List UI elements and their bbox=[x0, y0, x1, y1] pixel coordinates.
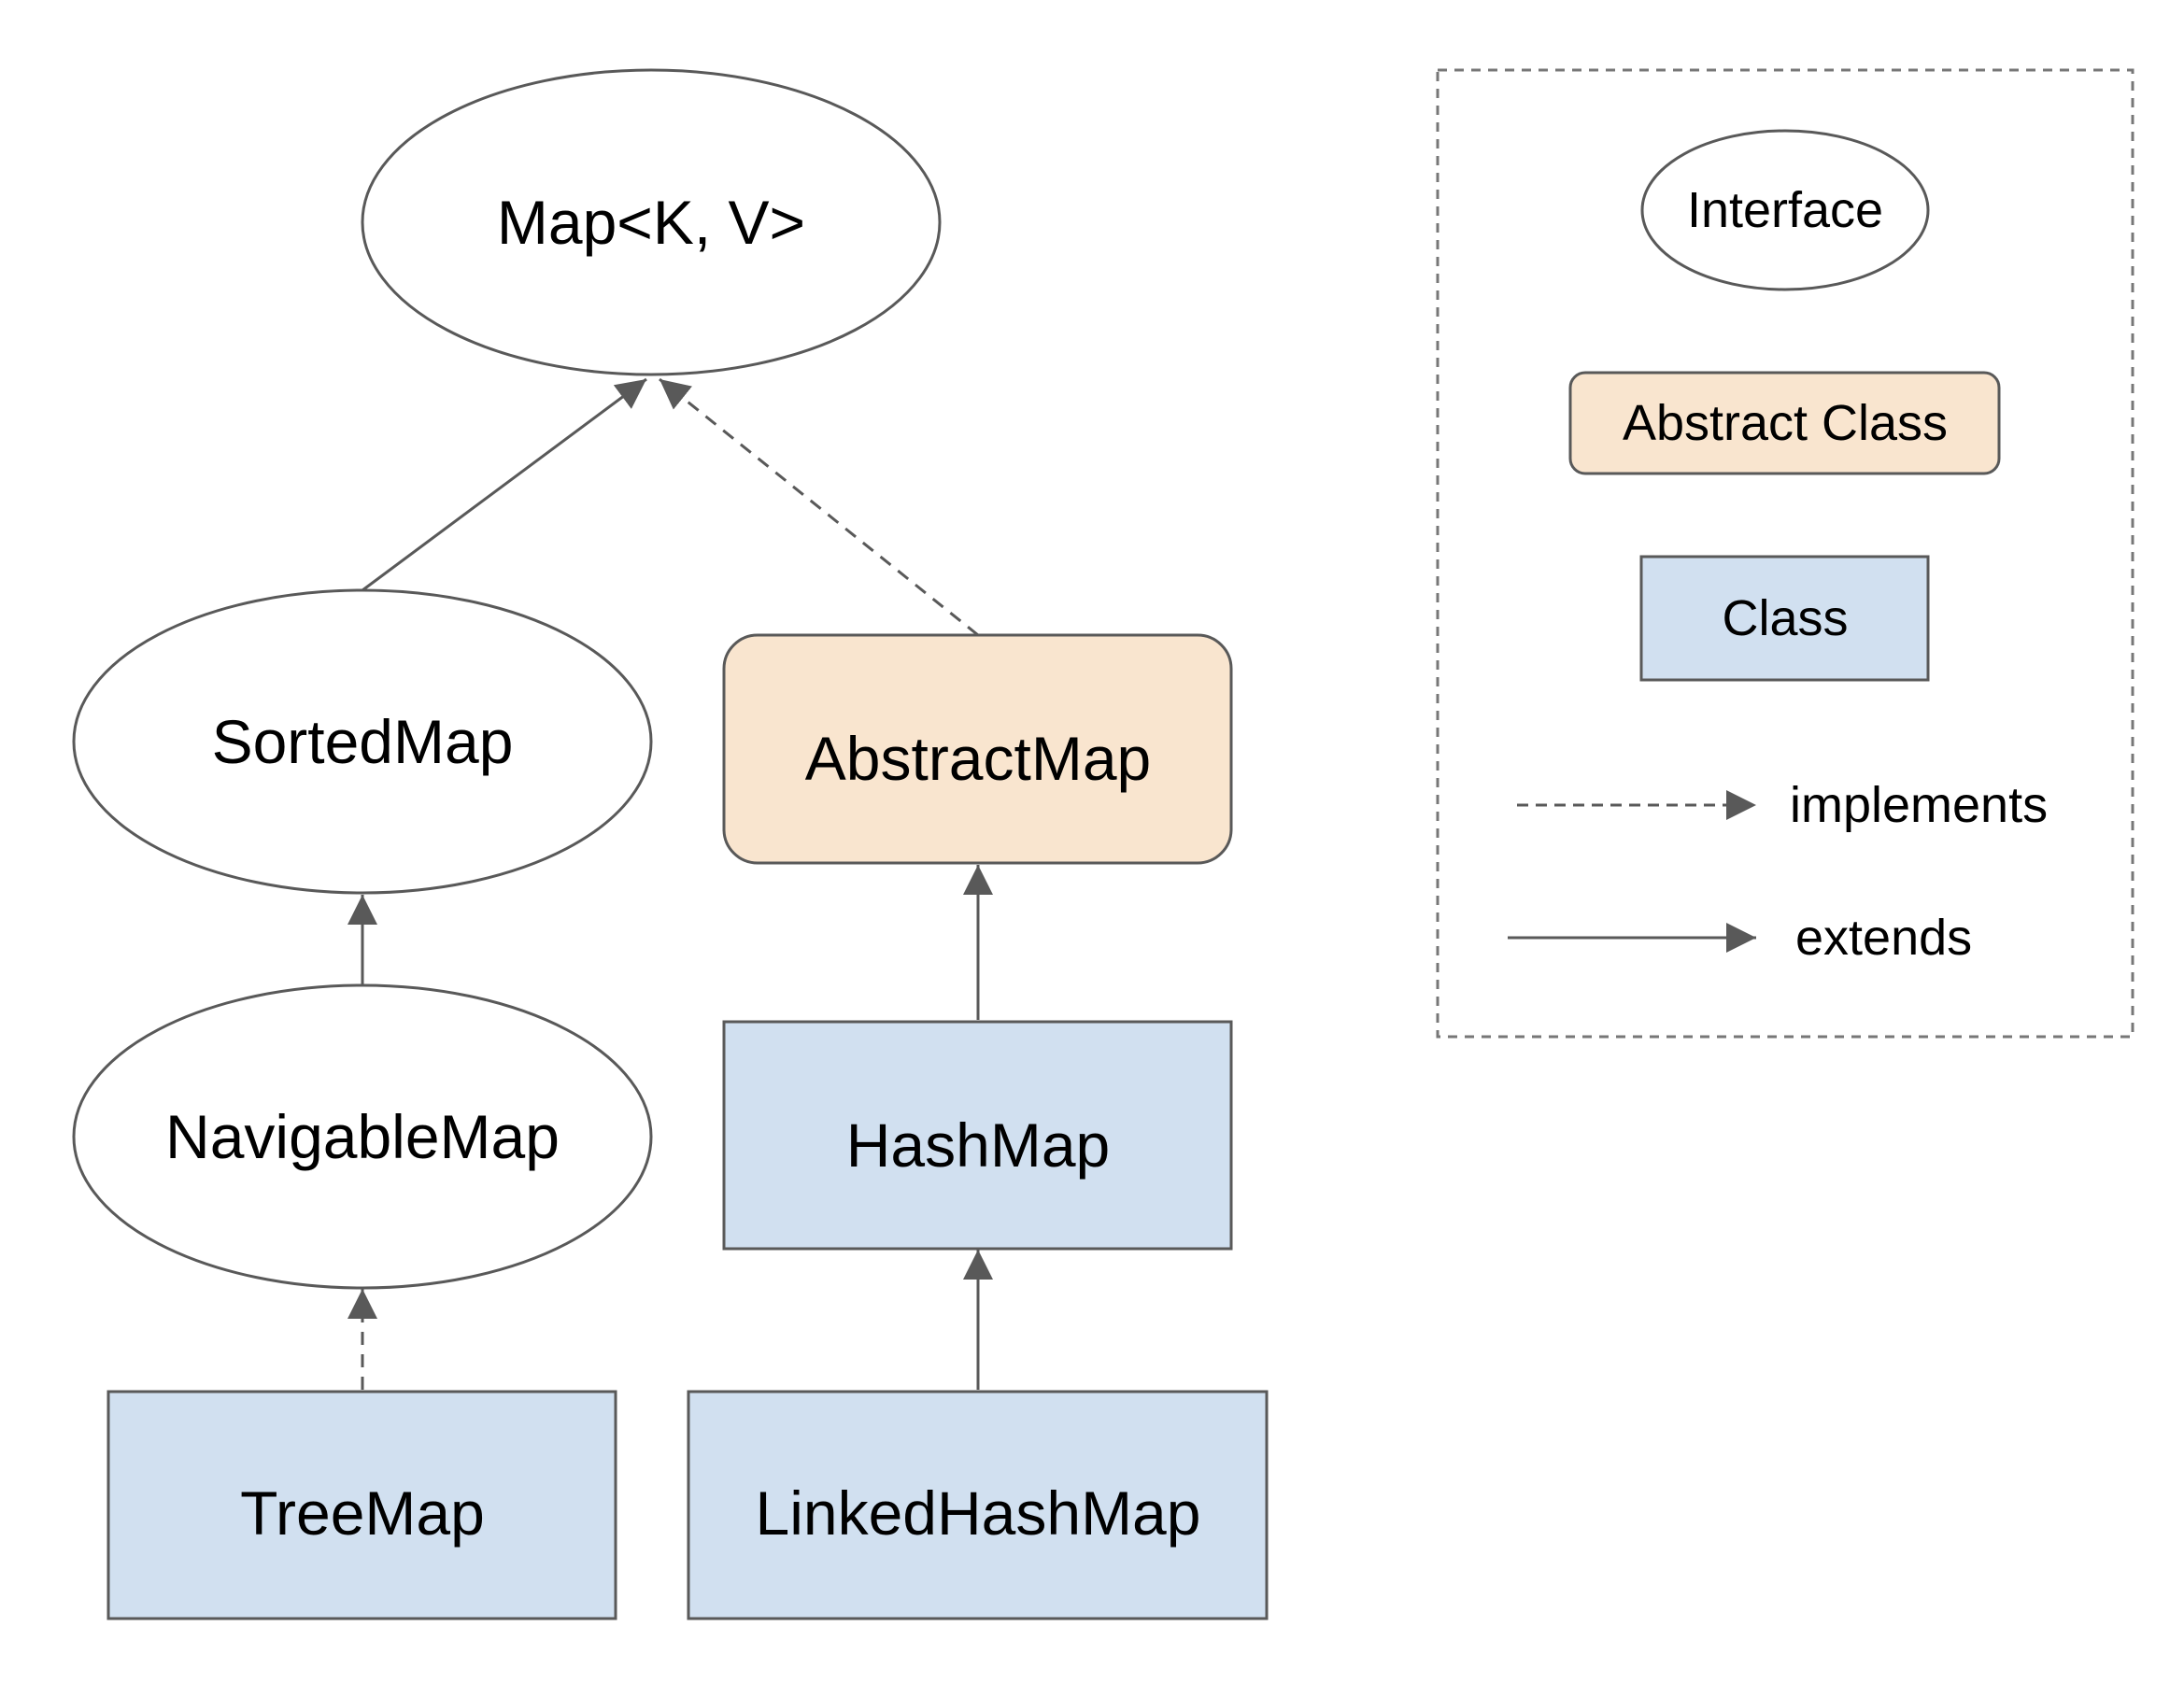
class-swatch bbox=[1639, 555, 1930, 682]
node-map: Map<K, V> bbox=[361, 68, 942, 376]
legend-label: Abstract Class bbox=[1623, 395, 1948, 451]
node-abstractmap: AbstractMap bbox=[722, 633, 1233, 865]
node-sortedmap: SortedMap bbox=[72, 588, 653, 895]
node-navigablemap: NavigableMap bbox=[72, 983, 653, 1290]
legend-label: extends bbox=[1795, 910, 1972, 966]
legend-item-implements: implements bbox=[1517, 777, 2048, 833]
legend: Interface Abstract Class Class implement… bbox=[1436, 68, 2134, 1039]
legend-item-interface: Interface bbox=[1640, 129, 1930, 291]
node-label: AbstractMap bbox=[805, 724, 1151, 793]
node-label: LinkedHashMap bbox=[756, 1478, 1201, 1548]
legend-item-class: Class bbox=[1639, 555, 1930, 682]
interface-swatch bbox=[1640, 129, 1930, 291]
node-treemap: TreeMap bbox=[106, 1390, 617, 1620]
edges bbox=[347, 377, 993, 1390]
legend-border bbox=[1436, 68, 2134, 1039]
legend-item-abstract-class: Abstract Class bbox=[1568, 371, 2001, 475]
edge-sortedmap-extends-map bbox=[362, 377, 647, 592]
legend-label: Class bbox=[1722, 590, 1848, 646]
abstract-class-swatch bbox=[1568, 371, 2001, 475]
class-shape bbox=[687, 1390, 1269, 1620]
legend-label: Interface bbox=[1687, 182, 1883, 238]
class-shape bbox=[722, 1020, 1233, 1251]
node-label: HashMap bbox=[846, 1110, 1110, 1180]
interface-shape bbox=[72, 983, 653, 1290]
edge-abstractmap-implements-map bbox=[659, 377, 979, 637]
node-label: Map<K, V> bbox=[497, 188, 805, 257]
node-label: NavigableMap bbox=[165, 1102, 560, 1171]
node-hashmap: HashMap bbox=[722, 1020, 1233, 1251]
interface-shape bbox=[361, 68, 942, 376]
legend-item-extends: extends bbox=[1508, 910, 1972, 966]
abstract-class-shape bbox=[722, 633, 1233, 865]
node-label: SortedMap bbox=[212, 707, 514, 776]
class-shape bbox=[106, 1390, 617, 1620]
legend-label: implements bbox=[1790, 777, 2048, 833]
node-label: TreeMap bbox=[240, 1478, 485, 1548]
interface-shape bbox=[72, 588, 653, 895]
node-linkedhashmap: LinkedHashMap bbox=[687, 1390, 1269, 1620]
